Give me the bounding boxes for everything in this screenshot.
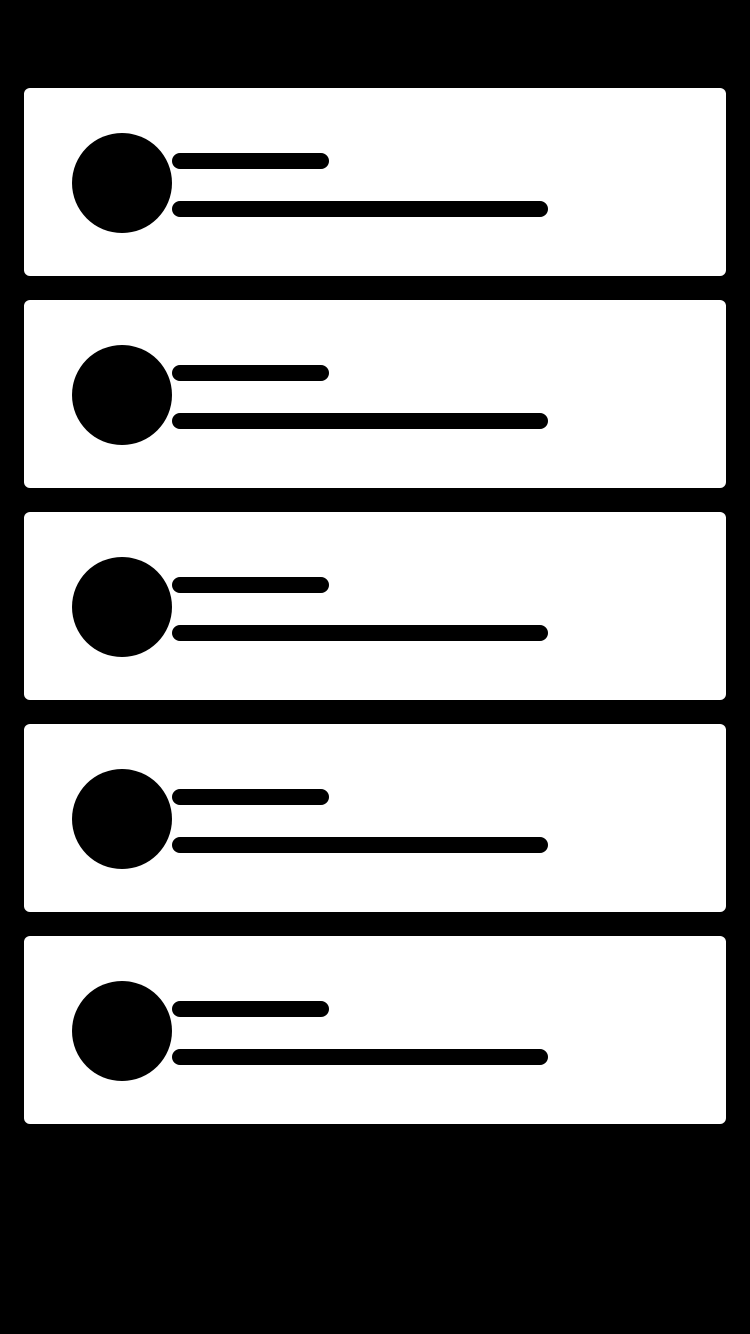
avatar-placeholder-icon bbox=[72, 981, 172, 1081]
list-item-card[interactable] bbox=[24, 724, 726, 912]
subtitle-line-placeholder bbox=[172, 625, 548, 641]
title-line-placeholder bbox=[172, 365, 329, 381]
list-item-card[interactable] bbox=[24, 88, 726, 276]
list-item-card[interactable] bbox=[24, 300, 726, 488]
title-line-placeholder bbox=[172, 153, 329, 169]
title-line-placeholder bbox=[172, 1001, 329, 1017]
title-line-placeholder bbox=[172, 577, 329, 593]
list-item-card[interactable] bbox=[24, 512, 726, 700]
avatar-placeholder-icon bbox=[72, 133, 172, 233]
subtitle-line-placeholder bbox=[172, 413, 548, 429]
avatar-placeholder-icon bbox=[72, 557, 172, 657]
subtitle-line-placeholder bbox=[172, 201, 548, 217]
avatar-placeholder-icon bbox=[72, 769, 172, 869]
subtitle-line-placeholder bbox=[172, 1049, 548, 1065]
subtitle-line-placeholder bbox=[172, 837, 548, 853]
title-line-placeholder bbox=[172, 789, 329, 805]
card-list bbox=[24, 88, 726, 1124]
list-item-card[interactable] bbox=[24, 936, 726, 1124]
avatar-placeholder-icon bbox=[72, 345, 172, 445]
